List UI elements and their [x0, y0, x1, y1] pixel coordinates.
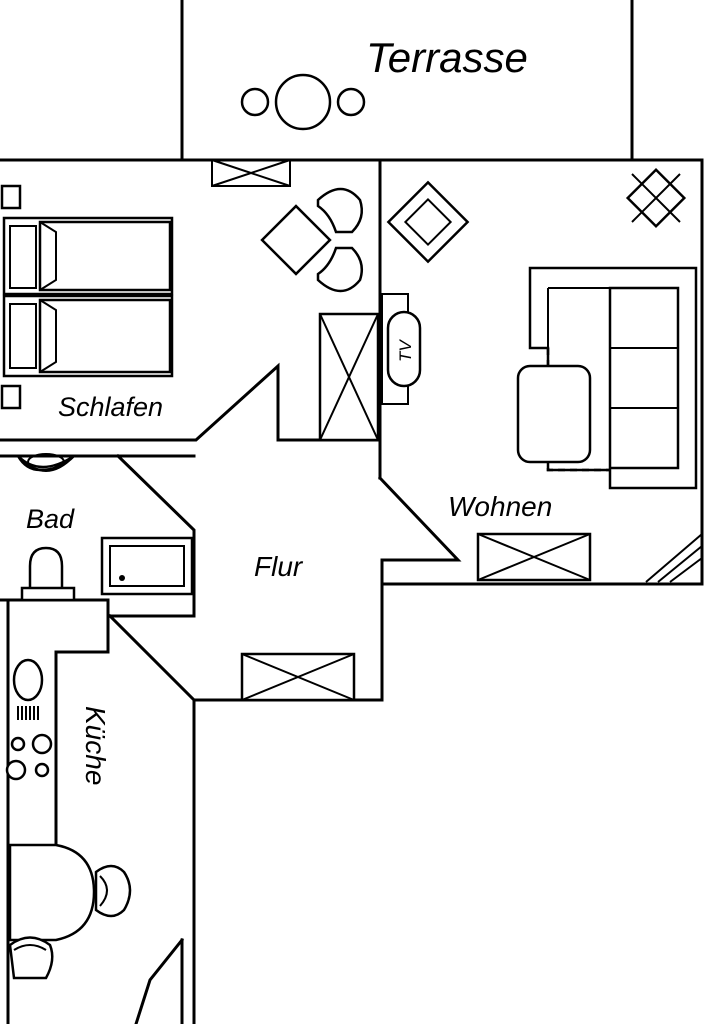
table-chairs-schlafen	[260, 187, 363, 293]
room-wohnen: TV Wohnen	[381, 167, 703, 583]
nightstand-bottom	[0, 384, 22, 410]
bathtub	[100, 536, 194, 596]
room-label-kueche: Küche	[80, 706, 111, 785]
room-bad: Bad	[16, 453, 194, 602]
tv-unit: TV	[381, 293, 422, 405]
toilet	[20, 546, 76, 602]
walls	[0, 158, 704, 1026]
bed-upper	[2, 216, 174, 296]
room-label-bad: Bad	[26, 504, 75, 534]
room-flur: Flur	[240, 551, 356, 702]
room-label-terrasse: Terrasse	[366, 34, 528, 81]
tv-label: TV	[396, 339, 415, 362]
window-wohnen-bottom	[476, 532, 592, 582]
window-schlafen	[211, 159, 291, 187]
coffee-table	[516, 364, 592, 464]
room-schlafen: Schlafen	[0, 159, 380, 442]
sink	[12, 658, 44, 720]
terrace-table-set	[240, 73, 366, 131]
armchair	[386, 180, 470, 264]
window-wohnen-corner	[625, 167, 687, 229]
dining-table	[8, 843, 132, 980]
wardrobe-schlafen	[318, 312, 380, 442]
room-label-wohnen: Wohnen	[448, 491, 552, 522]
terrace-area: Terrasse	[180, 0, 634, 162]
room-label-flur: Flur	[254, 551, 304, 582]
room-label-schlafen: Schlafen	[58, 392, 163, 422]
door-wohnen	[645, 533, 703, 583]
wardrobe-flur	[240, 652, 356, 702]
room-kueche: Küche	[5, 658, 132, 980]
stove	[5, 733, 53, 781]
nightstand-top	[0, 184, 22, 210]
bed-lower	[2, 294, 174, 378]
